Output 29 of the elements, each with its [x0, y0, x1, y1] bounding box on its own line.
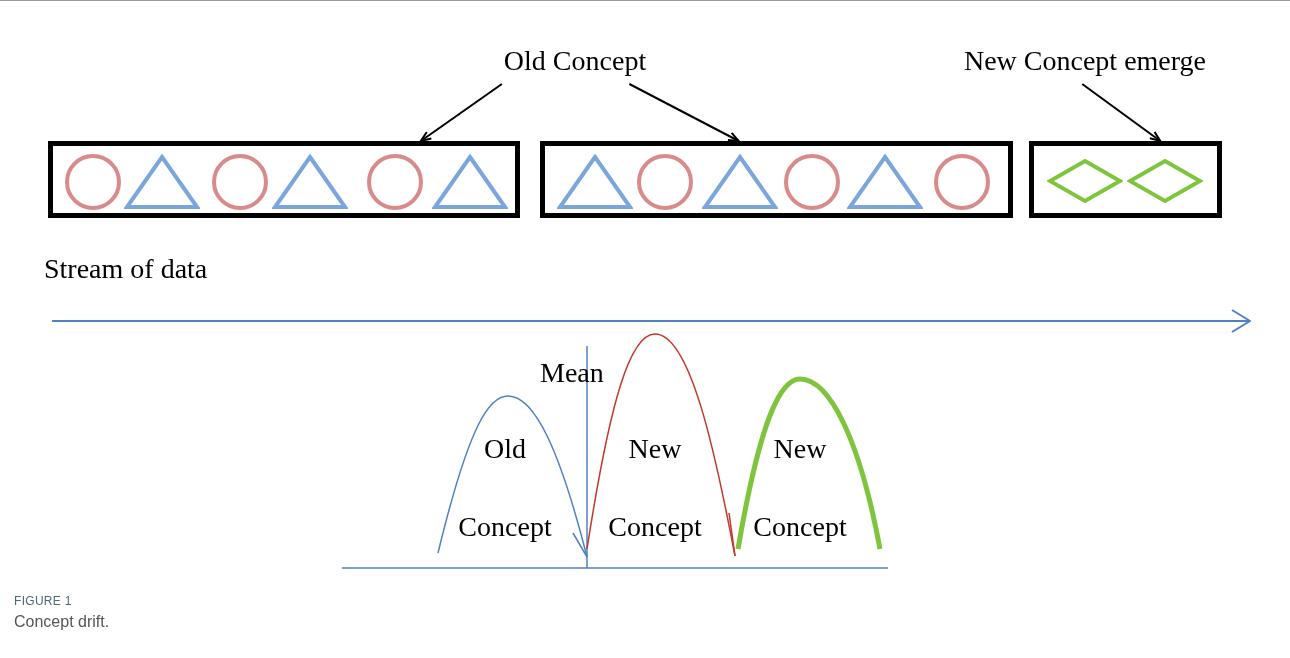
text-label: Mean [540, 356, 605, 390]
arrow [1081, 83, 1162, 142]
circle-shape [366, 153, 424, 211]
triangle-shape [124, 154, 200, 210]
triangle-shape [272, 154, 348, 210]
circle-shape [783, 153, 841, 211]
curve-label: New Concept [752, 432, 848, 544]
diamond-shape [1047, 158, 1123, 204]
sample-window-box [540, 141, 1013, 218]
annotation-text: Old Concept [490, 41, 660, 81]
curve-label: New Concept [607, 432, 703, 544]
circle-shape [64, 153, 122, 211]
circle-shape [933, 153, 991, 211]
arrow [628, 83, 740, 142]
annotation-text: New Concept emerge [945, 41, 1225, 81]
arrow [419, 83, 503, 142]
triangle-shape [847, 154, 923, 210]
curve-label: Old Concept [457, 432, 553, 544]
circle-shape [636, 153, 694, 211]
circle-shape [211, 153, 269, 211]
sample-window-box [48, 141, 520, 218]
diamond-shape [1127, 158, 1203, 204]
caption: Concept drift. [14, 612, 110, 632]
triangle-shape [432, 154, 508, 210]
figure-number: FIGURE 1 [14, 593, 73, 610]
triangle-shape [702, 154, 778, 210]
text-label: Stream of data [44, 252, 209, 286]
sample-window-box [1029, 141, 1222, 218]
triangle-shape [557, 154, 633, 210]
